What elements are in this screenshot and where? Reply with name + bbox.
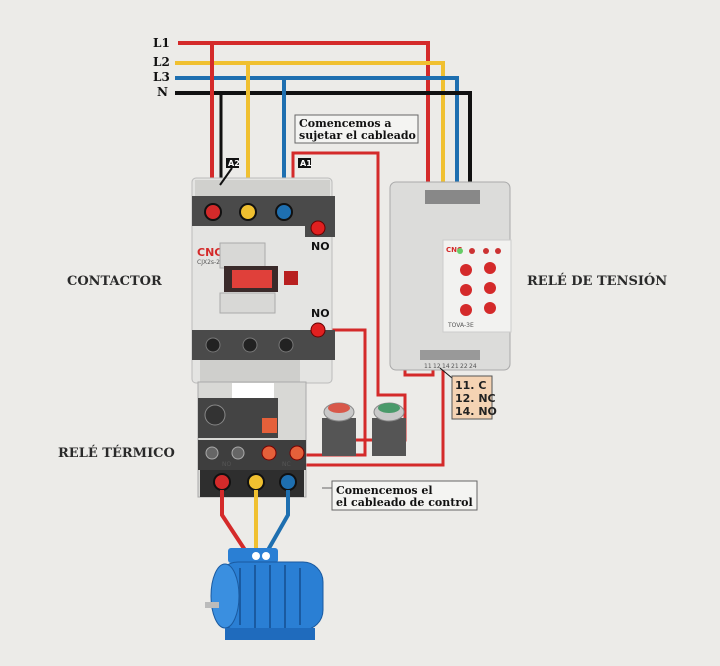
callout-wiring-start: Comencemos a sujetar el cableado — [294, 114, 419, 144]
thermal-nc-label: NC — [282, 461, 291, 468]
contactor-model: CJX2s-25 — [197, 259, 224, 266]
relay-brand: CNC — [446, 246, 462, 254]
legend-12-nc: 12. NC — [455, 392, 496, 405]
wire-l1 — [178, 41, 430, 190]
wire-l2 — [175, 61, 445, 190]
terminal-22: 22 — [460, 363, 468, 370]
contactor-no-top-label: NO — [311, 240, 330, 253]
terminal-12: 12 — [433, 363, 441, 370]
legend-14-no: 14. NO — [455, 405, 497, 418]
a1-label: A1 — [300, 159, 312, 168]
wire-l3 — [175, 76, 459, 190]
contactor: NO A2 A1 CNC CJX2s-25 NO — [191, 158, 335, 384]
relay-model: TOVA-3E — [447, 322, 474, 329]
terminal-l3-in — [275, 203, 293, 221]
legend-11-c: 11. C — [455, 379, 486, 392]
start-button[interactable] — [372, 402, 406, 456]
thermal-relay: NC NO — [197, 381, 307, 498]
terminal-l2-in — [239, 203, 257, 221]
terminal-21: 21 — [451, 363, 459, 370]
bus-label-l1: L1 — [153, 36, 170, 50]
label-voltage-relay: RELÉ DE TENSIÓN — [527, 272, 667, 289]
terminal-no-top — [310, 220, 326, 236]
wire-n — [175, 91, 472, 190]
relay-terminal-numbers: 11 12 14 21 22 24 — [424, 363, 477, 370]
thermal-no-label: NO — [222, 461, 231, 468]
bus-label-l3: L3 — [153, 70, 170, 84]
callout-top-line1: Comencemos a — [299, 117, 392, 130]
label-thermal-relay: RELÉ TÉRMICO — [58, 445, 175, 461]
terminal-no-bottom — [310, 322, 326, 338]
contactor-brand: CNC — [197, 246, 222, 259]
callout-bottom-line2: el cableado de control — [336, 496, 473, 509]
stop-button[interactable] — [322, 402, 356, 456]
label-contactor: CONTACTOR — [67, 274, 162, 289]
callout-control-wiring: Comencemos el el cableado de control — [322, 480, 478, 511]
terminal-24: 24 — [469, 363, 477, 370]
callout-top-line2: sujetar el cableado — [299, 129, 416, 142]
bus-label-l2: L2 — [153, 55, 170, 69]
contactor-no-bottom-label: NO — [311, 307, 330, 320]
terminal-11: 11 — [424, 363, 432, 370]
terminal-l1-in — [204, 203, 222, 221]
a2-label: A2 — [228, 159, 240, 168]
bus-label-n: N — [157, 85, 168, 99]
relay-terminal-legend: 11. C 12. NC 14. NO — [439, 367, 497, 420]
terminal-14: 14 — [442, 363, 450, 370]
motor — [205, 548, 324, 640]
voltage-relay: CNC TOVA-3E 11 12 14 21 22 24 — [389, 181, 512, 371]
callout-bottom-line1: Comencemos el — [336, 484, 433, 497]
motor-wires — [220, 490, 290, 552]
